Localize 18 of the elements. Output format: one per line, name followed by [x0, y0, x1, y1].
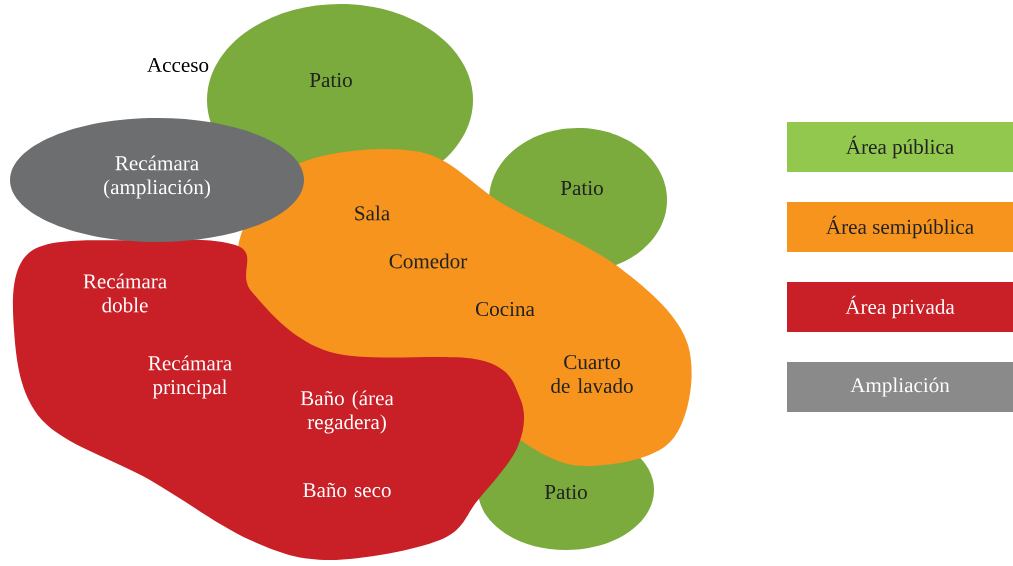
zone-label: Recámara (ampliación) — [104, 155, 210, 199]
area-label: Acceso — [147, 57, 209, 73]
zone-bubble — [10, 118, 304, 242]
legend-label: Área semipública — [826, 215, 974, 239]
legend-label: Ampliación — [850, 377, 950, 397]
zone-label: Sala — [355, 205, 390, 221]
zone-label: Patio — [560, 180, 603, 196]
zone-label: Patio — [309, 72, 352, 88]
zone-label: Baño seco — [303, 482, 391, 498]
zone-label: Cuarto de lavado — [551, 354, 633, 394]
zone-label: Comedor — [389, 253, 468, 269]
zone-label: Baño (área regadera) — [300, 390, 394, 434]
zone-label: Cocina — [476, 301, 535, 317]
legend-label: Área pública — [846, 135, 954, 159]
legend-label: Área privada — [845, 295, 955, 319]
zone-label: Patio — [544, 484, 587, 500]
zone-label: Recámara principal — [148, 355, 232, 399]
zone-label: Recámara doble — [83, 273, 167, 313]
